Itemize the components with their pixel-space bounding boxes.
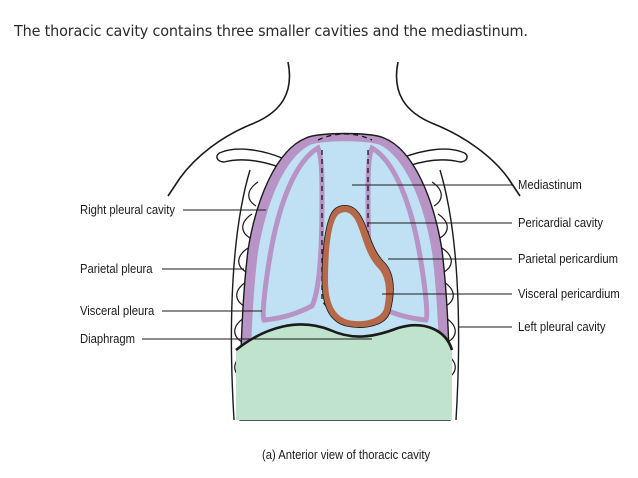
label-mediastinum: Mediastinum <box>518 178 582 192</box>
label-right-pleural-cavity: Right pleural cavity <box>80 203 176 217</box>
ribs-right <box>431 181 456 379</box>
label-left-pleural-cavity: Left pleural cavity <box>518 320 606 334</box>
body-side-right <box>439 169 460 421</box>
body-outline-left <box>167 61 291 197</box>
figure-caption: (a) Anterior view of thoracic cavity <box>262 448 431 462</box>
label-parietal-pericardium: Parietal pericardium <box>518 252 619 266</box>
diaphragm-outline <box>235 323 454 352</box>
body-outline-right <box>395 61 521 197</box>
diaphragm <box>236 324 452 420</box>
label-pericardial-cavity: Pericardial cavity <box>518 216 604 230</box>
label-visceral-pericardium: Visceral pericardium <box>518 287 620 301</box>
body-side-left <box>230 169 251 421</box>
ribs-left <box>234 181 259 379</box>
label-diaphragm: Diaphragm <box>80 332 136 346</box>
label-parietal-pleura: Parietal pleura <box>80 262 153 276</box>
page-title: The thoracic cavity contains three small… <box>14 22 528 40</box>
clavicle-left <box>216 148 285 168</box>
leader-lines <box>142 184 512 340</box>
label-visceral-pleura: Visceral pleura <box>80 304 155 318</box>
pericardial-cavity <box>328 212 386 322</box>
